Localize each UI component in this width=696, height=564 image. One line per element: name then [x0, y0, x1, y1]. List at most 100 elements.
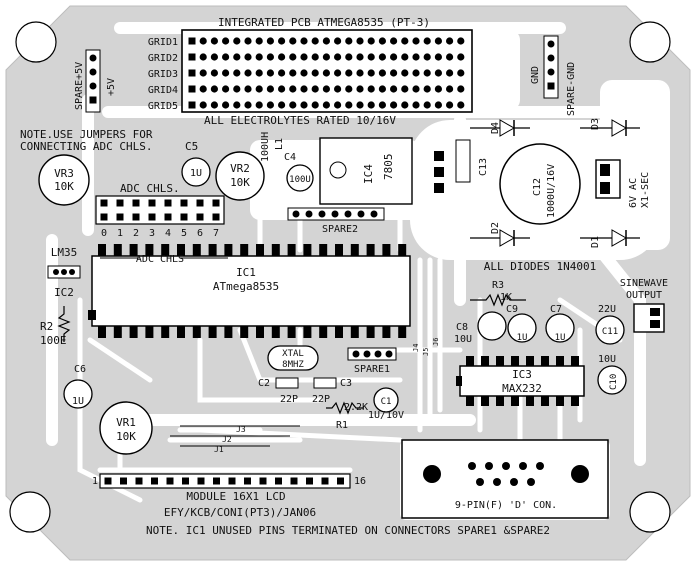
grid-pad [434, 101, 442, 109]
grid-pad [188, 101, 196, 109]
dsub-pin [468, 462, 476, 470]
lcd-pad [151, 477, 158, 485]
dsub-pin [493, 478, 501, 486]
ic1-pin [256, 244, 264, 256]
c11-name: C11 [602, 327, 618, 337]
ic4-pin [434, 183, 444, 193]
ic1-pin [271, 326, 280, 338]
ic3-pin [571, 396, 579, 406]
spare1-pad [363, 350, 371, 358]
ic1-pin [224, 244, 233, 256]
grid-pad [356, 53, 364, 61]
ic1-body [91, 255, 411, 327]
grid-pad [266, 101, 274, 109]
ic1-notch [88, 310, 96, 320]
ic1-pin [319, 326, 328, 338]
c8-body [477, 311, 507, 341]
lcd-pad [197, 477, 205, 485]
grid-pad [334, 37, 342, 45]
electrolytes-note: ALL ELECTROLYTES RATED 10/16V [204, 114, 396, 127]
ic1-pin [335, 244, 343, 256]
grid-pad [300, 101, 308, 109]
grid-pad [210, 37, 218, 45]
ic1-pin [161, 244, 170, 256]
vr1-name: VR1 [116, 416, 136, 429]
spare2-pad [370, 210, 378, 218]
ic3-pin [571, 356, 579, 366]
grid-pad [266, 85, 274, 93]
grid-pad [446, 69, 454, 77]
ic1-bot-pins [98, 326, 407, 338]
d2-diode: D2 [470, 222, 530, 247]
spare-gnd-pad [547, 54, 555, 62]
grid-pad [367, 53, 375, 61]
adc-pad [148, 213, 156, 221]
vr2-name: VR2 [230, 162, 250, 175]
ic2-part: LM35 [51, 246, 78, 259]
dsub-screw-left [423, 465, 441, 483]
ic1-pin [161, 326, 170, 338]
grid-pad [378, 37, 386, 45]
ic1-pin [366, 326, 375, 338]
c13-body [455, 139, 471, 183]
grid-pad [199, 101, 207, 109]
grid-pad [345, 85, 353, 93]
spare2-pad [331, 210, 339, 218]
c9-body [507, 313, 537, 343]
spare2-pads [292, 210, 378, 218]
grid-pad [300, 85, 308, 93]
lcd-pad [166, 477, 174, 485]
grid-label: GRID2 [148, 53, 178, 64]
grid-pad [345, 37, 353, 45]
r3-name: R3 [492, 280, 504, 291]
jumper-note-line1: NOTE.USE JUMPERS FOR [20, 128, 153, 141]
adc-pin-number: 6 [197, 228, 203, 239]
grid-pad [457, 101, 465, 109]
ic1-pin [129, 326, 138, 338]
vr2-value: 10K [230, 176, 250, 189]
grid-pad [210, 69, 218, 77]
c3-body [313, 377, 337, 389]
dsub-pin [502, 462, 510, 470]
ic1-pin [113, 244, 122, 256]
spare2-pad [357, 210, 365, 218]
ic3-pin [466, 356, 474, 366]
grid-pad [446, 85, 454, 93]
grid-pad [356, 101, 364, 109]
dsub-pin [527, 478, 535, 486]
c11-body [595, 315, 625, 345]
c8-name: C8 [456, 322, 468, 333]
footer-credit: EFY/KCB/CONI(PT3)/JAN06 [164, 506, 316, 519]
c2-body [275, 377, 299, 389]
c1-value: 1U/10V [368, 410, 404, 421]
lcd-header [99, 473, 351, 489]
grid-pad [278, 37, 286, 45]
grid-pad [423, 69, 431, 77]
adc-pin-number: 0 [101, 228, 107, 239]
ic1-pin [398, 326, 407, 338]
ic1-pin [98, 326, 106, 338]
adc-pin-number: 4 [165, 228, 171, 239]
grid-pad [446, 37, 454, 45]
spare-5v-sublabel: +5V [106, 78, 117, 96]
sinewave-line2: OUTPUT [626, 290, 662, 301]
grid-pad [322, 69, 330, 77]
ic3-name: IC3 [512, 368, 532, 381]
spare1-pad [352, 350, 360, 358]
r3-zigzag [470, 293, 526, 307]
ic1-pin [366, 244, 375, 256]
x1-line2: X1-SEC [640, 172, 651, 208]
c6-name: C6 [74, 364, 86, 375]
lcd-pad [290, 477, 298, 485]
grid-pad [311, 53, 319, 61]
grid-pad [222, 85, 230, 93]
ic1-pin [240, 326, 249, 338]
spare-gnd-pad [547, 40, 555, 48]
lcd-pad [244, 477, 251, 485]
ic1-pin [208, 326, 217, 338]
grid-pad [210, 101, 218, 109]
grid-pad [345, 53, 353, 61]
grid-pad [244, 101, 252, 109]
grid-pad [378, 85, 386, 93]
